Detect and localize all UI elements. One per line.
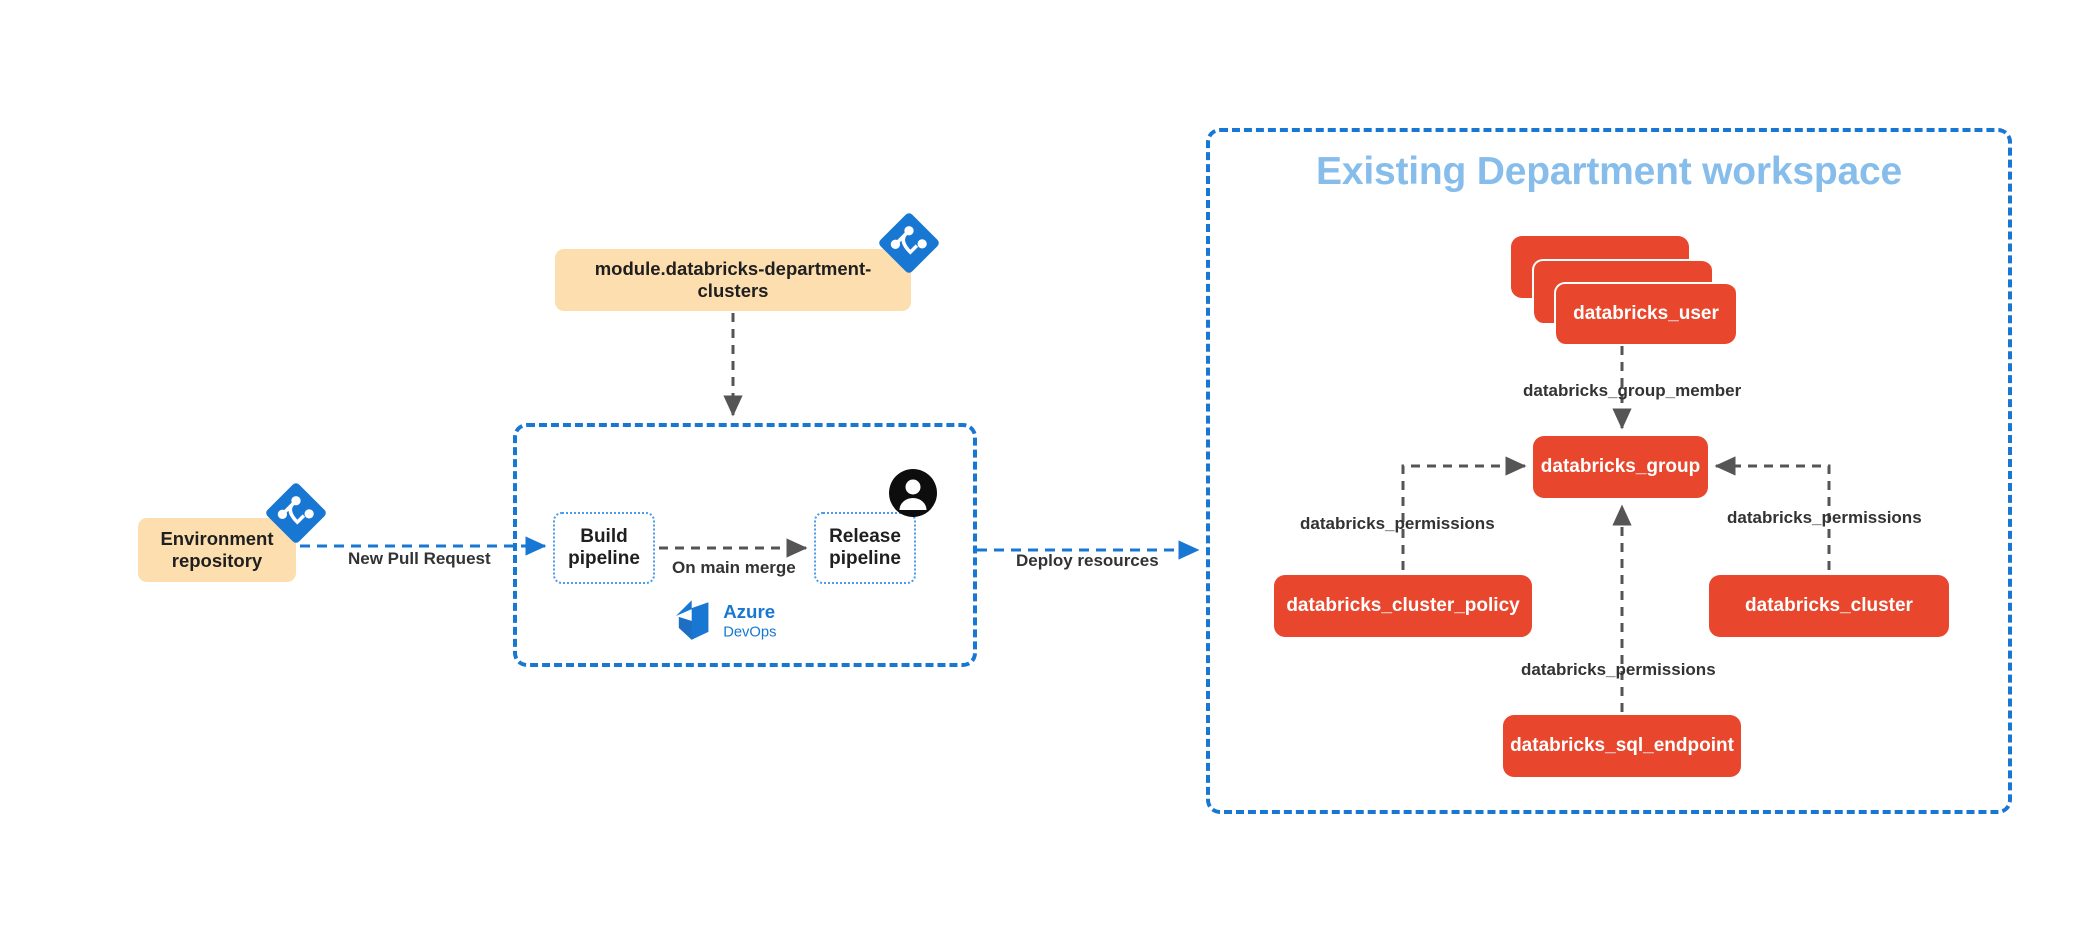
databricks-group-node[interactable]: databricks_group	[1533, 436, 1708, 498]
databricks-cluster-policy-label: databricks_cluster_policy	[1286, 594, 1520, 616]
git-icon	[879, 213, 939, 273]
env-repo-line2: repository	[171, 550, 263, 571]
databricks-user-label: databricks_user	[1573, 302, 1719, 324]
edge-label-databricks-permissions-bottom: databricks_permissions	[1521, 660, 1716, 679]
workspace-title: Existing Department workspace	[1316, 150, 1902, 193]
build-pipeline-node[interactable]: Build pipeline	[553, 512, 655, 584]
azure-brand-line2: DevOps	[723, 625, 776, 641]
databricks-sql-endpoint-node[interactable]: databricks_sql_endpoint	[1503, 715, 1741, 777]
edge-label-new-pull-request: New Pull Request	[348, 549, 491, 568]
env-repo-line1: Environment	[160, 528, 274, 550]
release-pipeline-line1: Release	[829, 525, 901, 547]
environment-repository-label: Environment repository	[160, 528, 273, 572]
build-pipeline-label: Build pipeline	[568, 526, 640, 571]
edge-label-databricks-permissions-right: databricks_permissions	[1727, 508, 1922, 527]
databricks-cluster-policy-node[interactable]: databricks_cluster_policy	[1274, 575, 1532, 637]
databricks-group-label: databricks_group	[1540, 455, 1701, 477]
department-workspace-boundary	[1206, 128, 2012, 814]
databricks-user-node[interactable]: databricks_user	[1554, 282, 1736, 344]
release-pipeline-label: Release pipeline	[829, 526, 901, 571]
build-pipeline-line2: pipeline	[568, 548, 640, 569]
terraform-module-node[interactable]: module.databricks-department-clusters	[555, 249, 911, 311]
edge-label-on-main-merge: On main merge	[672, 558, 796, 577]
edge-label-deploy-resources: Deploy resources	[1016, 551, 1159, 570]
azure-brand-line1: Azure	[723, 601, 775, 622]
edge-label-databricks-permissions-left: databricks_permissions	[1300, 514, 1495, 533]
person-icon	[889, 469, 937, 517]
terraform-module-label: module.databricks-department-clusters	[594, 258, 872, 301]
databricks-cluster-label: databricks_cluster	[1745, 594, 1913, 616]
release-pipeline-line2: pipeline	[829, 548, 901, 569]
build-pipeline-line1: Build	[580, 525, 628, 547]
environment-repository-node[interactable]: Environment repository	[138, 518, 296, 582]
azure-devops-logo: Azure DevOps	[672, 594, 800, 646]
edge-label-databricks-group-member: databricks_group_member	[1523, 381, 1742, 400]
release-pipeline-node[interactable]: Release pipeline	[814, 512, 916, 584]
databricks-sql-endpoint-label: databricks_sql_endpoint	[1510, 734, 1734, 756]
azure-devops-boundary	[513, 423, 977, 667]
databricks-cluster-node[interactable]: databricks_cluster	[1709, 575, 1949, 637]
git-icon	[266, 483, 326, 543]
